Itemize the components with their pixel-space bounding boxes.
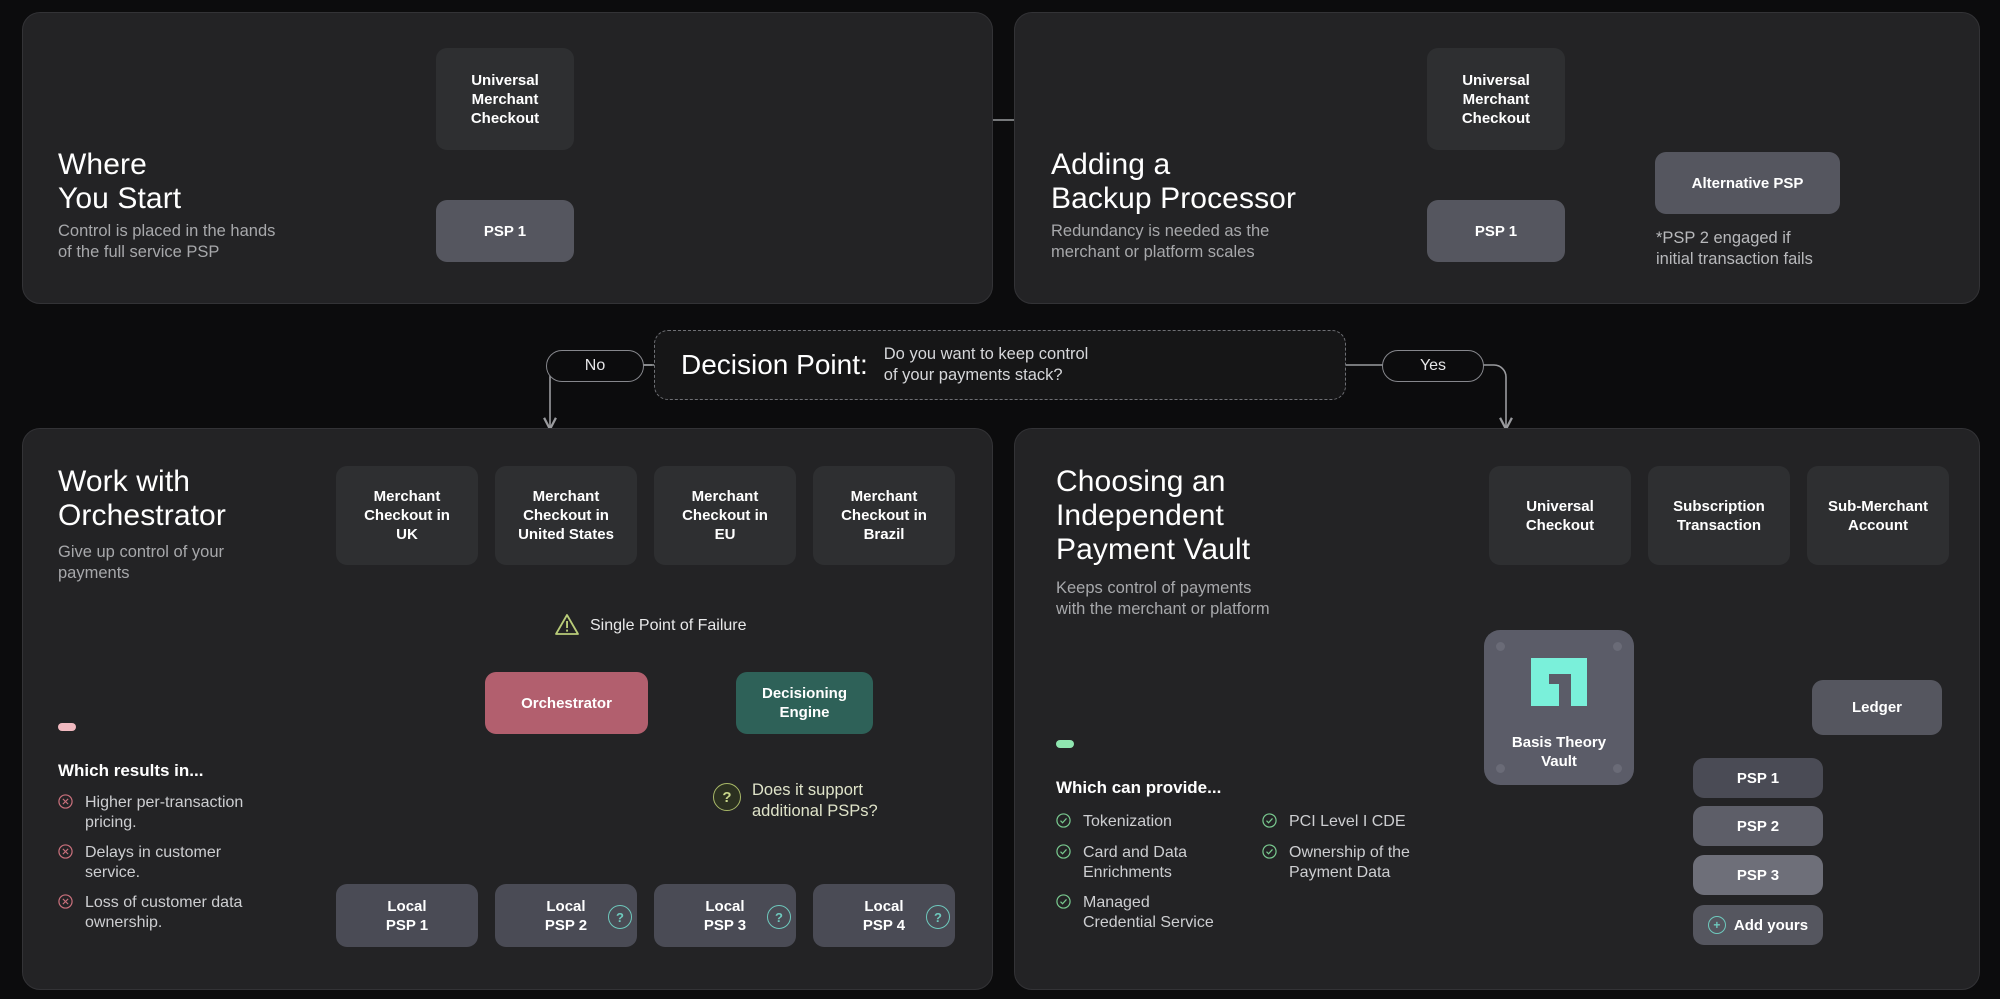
result-item-0: Higher per-transaction pricing. <box>58 793 328 833</box>
result-item-2-label: Loss of customer data ownership. <box>85 894 243 931</box>
result-item-2: Loss of customer data ownership. <box>58 893 328 933</box>
node-universal-checkout[interactable]: Universal Checkout <box>1489 466 1631 565</box>
which-can-provide-heading: Which can provide... <box>1056 778 1222 797</box>
panel-title-orchestrator: Work with Orchestrator <box>58 465 226 532</box>
node-sub-merchant-account[interactable]: Sub-Merchant Account <box>1807 466 1949 565</box>
vault-screw-tr <box>1613 642 1622 651</box>
local-psp-2-question-badge: ? <box>608 905 632 929</box>
check-circle-icon <box>1262 844 1277 859</box>
question-circle-icon: ? <box>713 783 741 811</box>
vault-screw-bl <box>1496 764 1505 773</box>
provide-item-3: PCI Level I CDE <box>1262 812 1482 832</box>
node-basis-theory-vault[interactable]: Basis Theory Vault <box>1484 630 1634 785</box>
panel-title-backup-processor: Adding a Backup Processor <box>1051 148 1297 215</box>
result-item-1: Delays in customer service. <box>58 843 328 883</box>
provide-item-0-label: Tokenization <box>1083 813 1172 830</box>
node-universal-merchant-checkout-2[interactable]: Universal Merchant Checkout <box>1427 48 1565 150</box>
provide-item-1-label: Card and Data Enrichments <box>1083 844 1188 881</box>
node-decisioning-engine[interactable]: Decisioning Engine <box>736 672 873 734</box>
result-item-1-label: Delays in customer service. <box>85 844 222 881</box>
check-circle-icon <box>1056 813 1071 828</box>
provide-item-4: Ownership of the Payment Data <box>1262 843 1482 883</box>
node-psp-1-panel2[interactable]: PSP 1 <box>1427 200 1565 262</box>
result-item-0-label: Higher per-transaction pricing. <box>85 794 244 831</box>
node-orchestrator[interactable]: Orchestrator <box>485 672 648 734</box>
single-point-of-failure-label: Single Point of Failure <box>590 617 747 634</box>
vault-screw-br <box>1613 764 1622 773</box>
decision-point-title: Decision Point: <box>681 349 868 380</box>
panel-subtitle-vault: Keeps control of payments with the merch… <box>1056 579 1270 618</box>
decision-point-box: Decision Point: Do you want to keep cont… <box>654 330 1346 400</box>
panel-title-where-you-start: Where You Start <box>58 148 182 215</box>
which-results-in-heading: Which results in... <box>58 761 204 780</box>
node-ledger[interactable]: Ledger <box>1812 680 1942 735</box>
provide-item-4-label: Ownership of the Payment Data <box>1289 844 1410 881</box>
plus-circle-icon: + <box>1707 916 1726 934</box>
decision-no-pill[interactable]: No <box>546 350 644 382</box>
check-circle-icon <box>1056 894 1071 909</box>
provide-item-1: Card and Data Enrichments <box>1056 843 1266 883</box>
provide-item-0: Tokenization <box>1056 812 1266 832</box>
provide-item-3-label: PCI Level I CDE <box>1289 813 1406 830</box>
provide-item-2: Managed Credential Service <box>1056 893 1266 933</box>
x-circle-icon <box>58 844 73 859</box>
panel-title-vault: Choosing an Independent Payment Vault <box>1056 465 1251 566</box>
node-vault-psp-1[interactable]: PSP 1 <box>1693 758 1823 798</box>
node-alternative-psp[interactable]: Alternative PSP <box>1655 152 1840 214</box>
basis-theory-vault-label: Basis Theory Vault <box>1511 734 1607 770</box>
does-it-support-additional-psps-label: Does it support additional PSPs? <box>752 781 878 820</box>
add-yours-label: Add yours <box>1733 916 1809 934</box>
node-merchant-checkout-united-states[interactable]: Merchant Checkout in United States <box>495 466 637 565</box>
warning-triangle-icon <box>555 614 579 635</box>
results-marker <box>58 723 76 731</box>
panel-subtitle-orchestrator: Give up control of your payments <box>58 543 224 582</box>
node-merchant-checkout-brazil[interactable]: Merchant Checkout in Brazil <box>813 466 955 565</box>
node-subscription-transaction[interactable]: Subscription Transaction <box>1648 466 1790 565</box>
provides-marker <box>1056 740 1074 748</box>
provide-item-2-label: Managed Credential Service <box>1083 894 1214 931</box>
x-circle-icon <box>58 794 73 809</box>
node-psp-1-panel1[interactable]: PSP 1 <box>436 200 574 262</box>
basis-theory-logo-icon <box>1531 658 1587 706</box>
node-vault-psp-2[interactable]: PSP 2 <box>1693 806 1823 846</box>
check-circle-icon <box>1262 813 1277 828</box>
node-universal-merchant-checkout-1[interactable]: Universal Merchant Checkout <box>436 48 574 150</box>
node-vault-psp-3[interactable]: PSP 3 <box>1693 855 1823 895</box>
panel-subtitle-backup-processor: Redundancy is needed as the merchant or … <box>1051 222 1270 261</box>
x-circle-icon <box>58 894 73 909</box>
local-psp-4-question-badge: ? <box>926 905 950 929</box>
footnote-backup-processor: *PSP 2 engaged if initial transaction fa… <box>1656 229 1813 268</box>
node-local-psp-1[interactable]: Local PSP 1 <box>336 884 478 947</box>
decision-point-question: Do you want to keep control of your paym… <box>883 345 1089 384</box>
check-circle-icon <box>1056 844 1071 859</box>
add-yours-button[interactable]: + Add yours <box>1693 905 1823 945</box>
decision-yes-pill[interactable]: Yes <box>1382 350 1484 382</box>
node-merchant-checkout-eu[interactable]: Merchant Checkout in EU <box>654 466 796 565</box>
node-merchant-checkout-uk[interactable]: Merchant Checkout in UK <box>336 466 478 565</box>
vault-screw-tl <box>1496 642 1505 651</box>
local-psp-3-question-badge: ? <box>767 905 791 929</box>
panel-subtitle-where-you-start: Control is placed in the hands of the fu… <box>58 222 276 261</box>
